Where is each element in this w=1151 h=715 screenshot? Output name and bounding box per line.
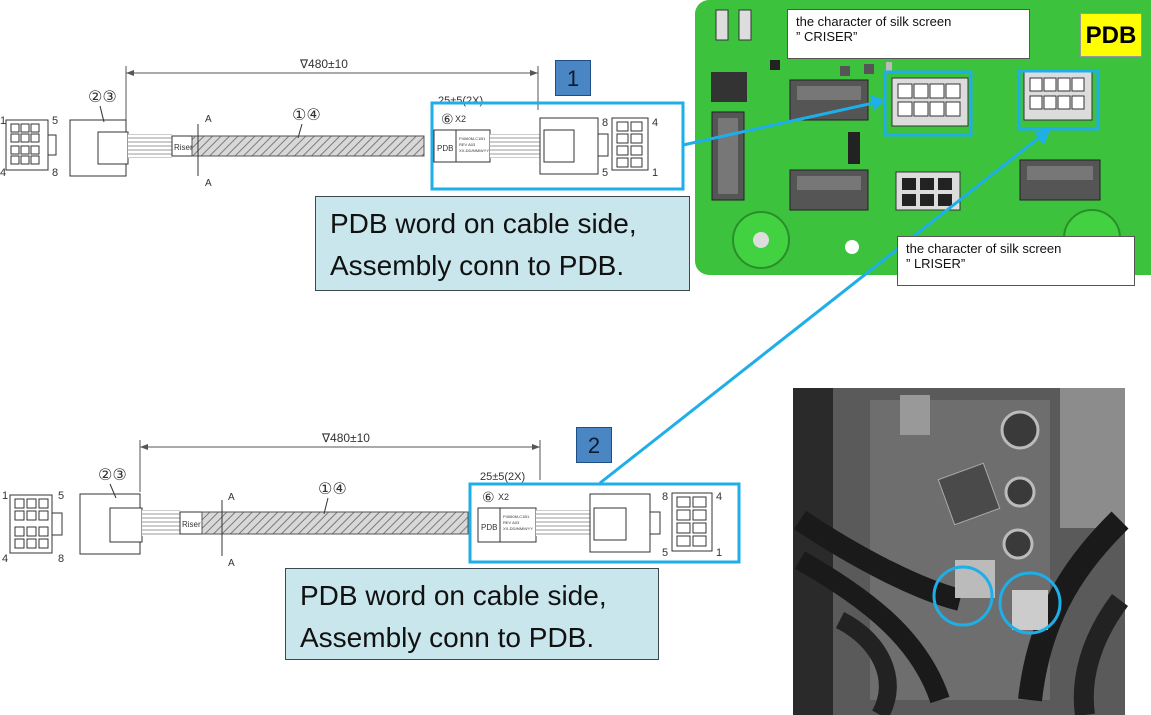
arrow-head-criser <box>870 95 885 111</box>
photo-highlight-right <box>998 571 1062 635</box>
pdb-tag: PDB <box>1080 13 1142 57</box>
cable-drawing-bottom: ∇480±10 1 5 4 8 ②③ Riser ①④ A A PDB P406… <box>2 431 741 569</box>
pin-label: 4 <box>2 553 8 565</box>
offset-dimension: 25±5(2X) <box>480 471 525 483</box>
connection-arrows <box>599 100 1046 485</box>
balloon-label: ⑥ <box>441 111 454 127</box>
pdb-mark: PDB <box>437 144 453 153</box>
section-mark: A <box>228 558 235 569</box>
cable-drawing-top: ∇480±10 1 5 4 8 ②③ Riser ①④ A A <box>0 57 685 191</box>
silk-note-line: ” LRISER” <box>906 256 966 271</box>
highlight-criser <box>883 70 973 137</box>
callout-number-1: 1 <box>555 60 591 96</box>
installation-photo <box>793 388 1129 715</box>
label-line: P4060M-C1B1 <box>503 514 530 519</box>
offset-dimension: 25±5(2X) <box>438 95 483 107</box>
section-mark: A <box>205 114 212 125</box>
balloon-label: ⑥ <box>482 489 495 505</box>
callout-line: Assembly conn to PDB. <box>330 250 625 281</box>
pin-label: 8 <box>52 167 58 179</box>
pin-label: 1 <box>716 547 722 559</box>
pin-label: 4 <box>652 117 658 129</box>
pin-label: 8 <box>602 117 608 129</box>
silk-note-line: ” CRISER” <box>796 29 858 44</box>
callout-number-2: 2 <box>576 427 612 463</box>
pin-label: 4 <box>716 491 722 503</box>
label-qty: X2 <box>498 492 509 502</box>
label-line: REV A03 <box>503 520 520 525</box>
highlight-box-bottom <box>468 482 741 564</box>
arrow-head-lriser <box>1034 128 1051 145</box>
balloon-mid: ①④ <box>318 481 347 498</box>
length-dimension: ∇480±10 <box>321 431 370 445</box>
callout-line: PDB word on cable side, <box>330 208 637 239</box>
section-mark: A <box>228 492 235 503</box>
balloon-left: ②③ <box>88 89 117 106</box>
pin-label: 5 <box>602 167 608 179</box>
silk-note-line: the character of silk screen <box>906 241 1062 256</box>
sleeve-label: Riser <box>174 143 193 152</box>
callout-line: PDB word on cable side, <box>300 580 607 611</box>
balloon-mid: ①④ <box>292 107 321 124</box>
label-line: REV A03 <box>459 142 476 147</box>
label-line: P4060M-C1B1 <box>459 136 486 141</box>
silk-note-lriser: the character of silk screen ” LRISER” <box>897 236 1135 286</box>
callout-line: Assembly conn to PDB. <box>300 622 595 653</box>
label-line: XX-DD/MMM/YY <box>459 148 489 153</box>
pdb-board <box>695 0 1151 275</box>
silk-note-criser: the character of silk screen ” CRISER” <box>787 9 1030 59</box>
callout-top: PDB word on cable side, Assembly conn to… <box>315 196 690 291</box>
pin-label: 5 <box>58 490 64 502</box>
silk-note-line: the character of silk screen <box>796 14 952 29</box>
pin-label: 1 <box>2 490 8 502</box>
pin-label: 1 <box>652 167 658 179</box>
length-dimension: ∇480±10 <box>299 57 348 71</box>
callout-bottom: PDB word on cable side, Assembly conn to… <box>285 568 659 660</box>
label-qty: X2 <box>455 114 466 124</box>
pin-label: 8 <box>58 553 64 565</box>
sleeve-label: Riser <box>182 520 201 529</box>
section-mark: A <box>205 178 212 189</box>
highlight-lriser <box>1017 69 1100 131</box>
label-line: XX-DD/MMM/YY <box>503 526 533 531</box>
pin-label: 5 <box>52 115 58 127</box>
pin-label: 8 <box>662 491 668 503</box>
balloon-left: ②③ <box>98 467 127 484</box>
photo-highlight-left <box>932 565 994 627</box>
pin-label: 5 <box>662 547 668 559</box>
pin-label: 4 <box>0 167 6 179</box>
pin-label: 1 <box>0 115 6 127</box>
pdb-mark: PDB <box>481 523 497 532</box>
highlight-box-top <box>430 101 685 191</box>
